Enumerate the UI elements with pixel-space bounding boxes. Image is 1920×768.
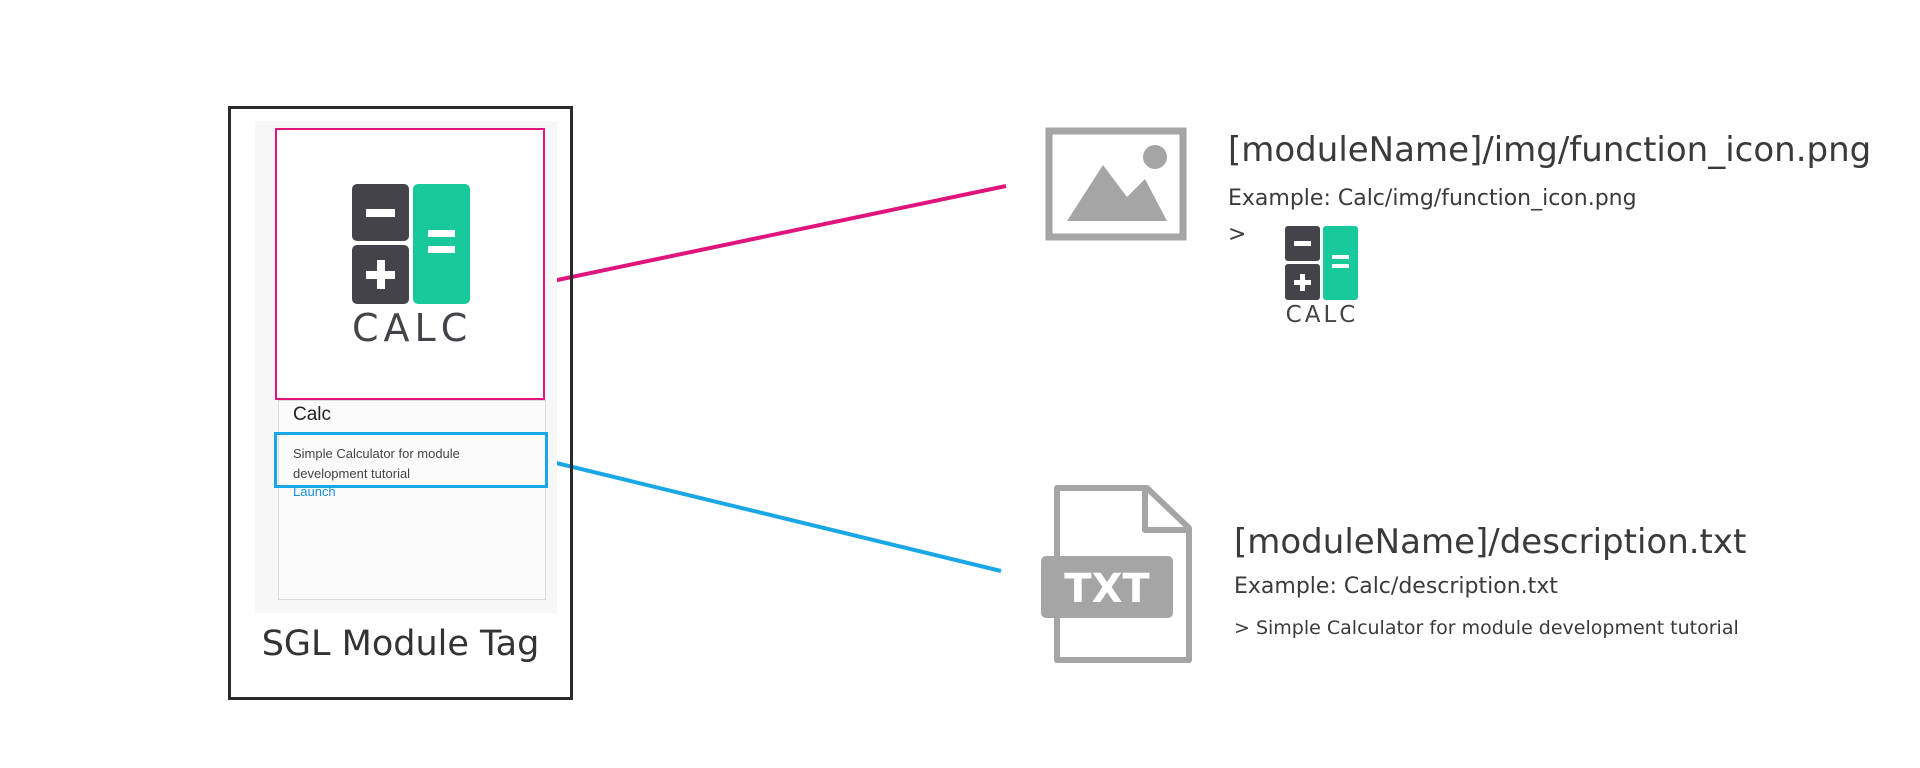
module-tag-caption: SGL Module Tag: [261, 624, 540, 664]
description-path-label: [moduleName]/description.txt: [1234, 522, 1747, 562]
icon-connector-line: [542, 184, 1007, 285]
card-title: Calc: [293, 404, 332, 425]
equals-key: [413, 184, 470, 304]
plus-key: [352, 245, 409, 304]
module-card: [278, 400, 546, 600]
minus-key: [352, 184, 409, 241]
calc-logo-word: CALC: [352, 306, 473, 350]
card-description: Simple Calculator for module development…: [293, 446, 460, 481]
icon-path-label: [moduleName]/img/function_icon.png: [1228, 130, 1872, 170]
icon-path-example: Example: Calc/img/function_icon.png: [1228, 186, 1637, 211]
txt-file-icon: TXT: [1041, 485, 1192, 663]
description-connector-line: [547, 459, 1002, 573]
description-path-example: Example: Calc/description.txt: [1234, 574, 1558, 599]
calc-logo-preview-icon: CALC: [1285, 226, 1359, 330]
function-icon-highlight[interactable]: CALC: [275, 128, 545, 400]
icon-output-arrow: >: [1228, 222, 1247, 247]
description-highlight: [274, 432, 548, 488]
module-tag-frame: [228, 106, 573, 700]
txt-file-label: TXT: [1064, 566, 1150, 612]
image-file-icon: [1045, 127, 1187, 241]
description-output-text: > Simple Calculator for module developme…: [1234, 617, 1739, 639]
calc-logo-preview-word: CALC: [1285, 302, 1359, 328]
calc-logo-icon: CALC: [352, 184, 472, 354]
